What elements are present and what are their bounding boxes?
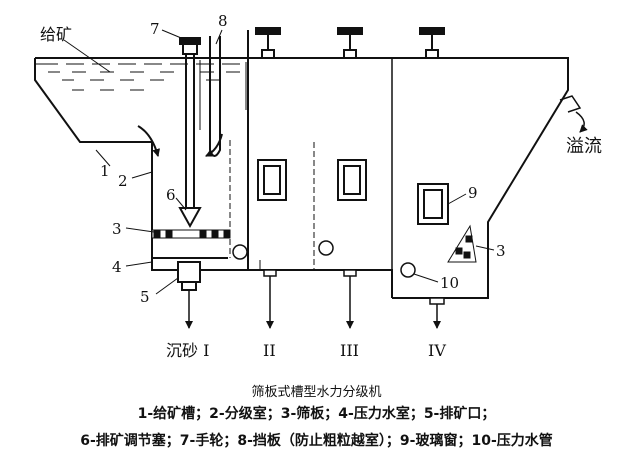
discharge-outlet (177, 261, 201, 291)
callout-2: 2 (118, 172, 128, 190)
output-arrows (185, 269, 445, 329)
legend-line-1: 1-给矿槽；2-分级室；3-筛板；4-压力水室；5-排矿口； (137, 406, 496, 422)
callout-10: 10 (440, 274, 459, 292)
sieve-plate-right (447, 224, 477, 263)
callout-6: 6 (166, 186, 176, 204)
callout-4: 4 (112, 258, 122, 276)
glass-windows (257, 159, 449, 225)
callout-3-right: 3 (496, 242, 506, 260)
sand-output-label: 沉砂 I (166, 341, 209, 360)
flow-arrows (137, 125, 223, 157)
callout-5: 5 (140, 288, 150, 306)
figure-title: 筛板式槽型水力分级机 (251, 385, 382, 400)
feed-label: 给矿 (40, 25, 72, 44)
handwheel-icon (179, 27, 445, 59)
baffle-plate (209, 36, 221, 157)
legend-line-2: 6-排矿调节塞；7-手轮；8-挡板（防止粗粒越室）；9-玻璃窗；10-压力水管 (80, 433, 553, 449)
callout-9: 9 (468, 184, 478, 202)
sieve-plate-left (151, 229, 231, 239)
callout-3-left: 3 (112, 220, 122, 238)
discharge-plug-rod (178, 54, 202, 229)
tank-body (151, 30, 569, 299)
callout-7: 7 (150, 20, 160, 38)
callout-8: 8 (218, 12, 228, 30)
output-label-4: IV (428, 341, 446, 360)
overflow-outlet (559, 95, 588, 133)
pressure-water-pipes (232, 240, 416, 278)
classifier-diagram: 给矿 溢流 7 8 1 2 6 3 4 5 9 3 10 沉砂 I II III… (34, 12, 602, 360)
feed-trough (34, 57, 248, 143)
leader-lines (63, 29, 495, 295)
overflow-label: 溢流 (566, 136, 602, 157)
callout-1: 1 (100, 162, 110, 180)
output-label-3: III (340, 341, 359, 360)
output-label-2: II (263, 341, 276, 360)
